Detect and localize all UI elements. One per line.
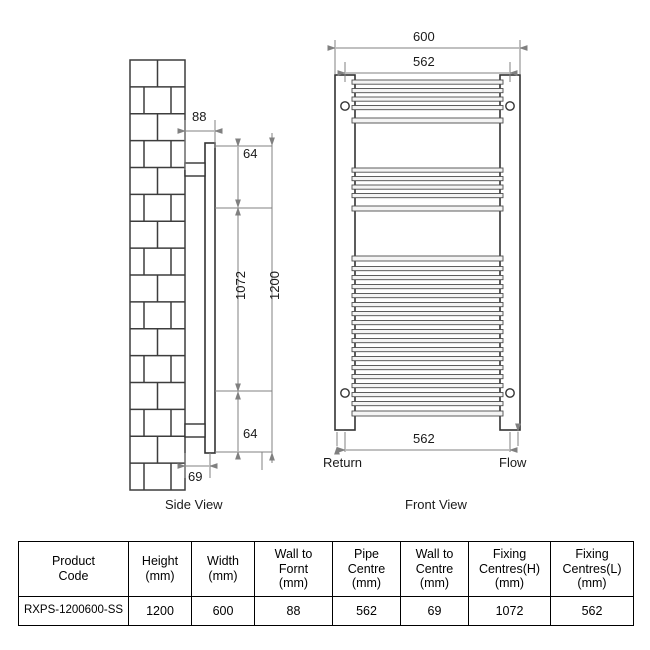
header-line-1: Product — [51, 554, 96, 569]
col-header-pipe-centre: Pipe Centre (mm) — [332, 541, 401, 597]
cell-fixing-centres-h: 1072 — [468, 596, 551, 626]
header-line-1: Wall to — [274, 546, 313, 561]
header-line-2: Centres(H) — [478, 561, 541, 576]
header-line-1: Height — [141, 554, 179, 569]
dim-label-fixing-centres-h: 1072 — [233, 271, 248, 300]
dim-top-offset — [215, 138, 272, 216]
brick-wall — [129, 59, 186, 491]
header-line-2: Centre — [415, 561, 454, 576]
table-row: RXPS-1200600-SS 1200 600 88 562 69 1072 … — [18, 596, 634, 626]
flow-label: Flow — [499, 455, 527, 470]
front-view-group — [327, 40, 528, 455]
dim-width-inner — [337, 62, 518, 82]
col-header-fixing-centres-h: Fixing Centres(H) (mm) — [468, 541, 551, 597]
dim-label-width-inner: 562 — [413, 54, 435, 69]
header-line-2: Centre — [347, 561, 386, 576]
side-view-title: Side View — [165, 497, 223, 512]
side-profile-body — [204, 142, 216, 454]
table-header-row: Product Code Height (mm) Width (mm) Wall… — [18, 541, 634, 597]
dim-pipe-centre — [337, 432, 518, 453]
cell-fixing-centres-l: 562 — [550, 596, 634, 626]
header-line-1: Fixing — [492, 546, 527, 561]
dim-bottom-offset — [215, 383, 272, 460]
header-line-3: (mm) — [577, 576, 607, 591]
mounting-hole-top-right — [505, 101, 515, 111]
header-line-3: (mm) — [494, 576, 525, 591]
dim-wall-to-front — [177, 120, 223, 170]
dim-label-bottom-offset: 64 — [243, 426, 258, 441]
return-label: Return — [323, 455, 363, 470]
cell-wall-to-front: 88 — [254, 596, 333, 626]
wall-bracket-bottom — [184, 423, 206, 438]
col-header-product-code: Product Code — [18, 541, 129, 597]
cell-product-code: RXPS-1200600-SS — [18, 596, 129, 626]
col-header-wall-to-front: Wall to Fornt (mm) — [254, 541, 333, 597]
cell-width: 600 — [191, 596, 255, 626]
header-line-3: (mm) — [351, 576, 382, 591]
col-header-wall-to-centre: Wall to Centre (mm) — [400, 541, 469, 597]
header-line-1: Wall to — [415, 546, 454, 561]
dim-label-top-offset: 64 — [243, 146, 258, 161]
cell-wall-to-centre: 69 — [400, 596, 469, 626]
header-line-3: (mm) — [278, 576, 309, 591]
dim-label-overall-height: 1200 — [267, 271, 282, 300]
header-line-1: Pipe — [353, 546, 380, 561]
header-line-2: (mm) — [145, 569, 175, 583]
specification-table: Product Code Height (mm) Width (mm) Wall… — [18, 541, 634, 626]
header-line-2: Centres(L) — [562, 561, 622, 576]
dim-label-wall-to-front: 88 — [192, 109, 207, 124]
dim-wall-to-centre — [177, 453, 218, 478]
col-header-height: Height (mm) — [128, 541, 192, 597]
header-line-2: Fornt — [278, 561, 309, 576]
dim-label-width-overall: 600 — [413, 29, 435, 44]
cell-pipe-centre: 562 — [332, 596, 401, 626]
towel-bars — [351, 79, 504, 417]
mounting-hole-bottom-left — [340, 388, 350, 398]
dim-width-overall — [327, 40, 528, 74]
side-view-group — [129, 59, 275, 491]
cell-height: 1200 — [128, 596, 192, 626]
mounting-hole-top-left — [340, 101, 350, 111]
col-header-width: Width (mm) — [191, 541, 255, 597]
col-header-fixing-centres-l: Fixing Centres(L) (mm) — [550, 541, 634, 597]
dim-label-pipe-centre: 562 — [413, 431, 435, 446]
header-line-2: (mm) — [208, 569, 238, 583]
front-view-title: Front View — [405, 497, 467, 512]
mounting-hole-bottom-right — [505, 388, 515, 398]
wall-bracket-top — [184, 162, 206, 177]
header-line-3: (mm) — [419, 576, 450, 591]
header-line-1: Fixing — [575, 546, 609, 561]
dim-label-wall-to-centre: 69 — [188, 469, 203, 484]
header-line-2: Code — [58, 569, 89, 583]
header-line-1: Width — [207, 554, 239, 569]
